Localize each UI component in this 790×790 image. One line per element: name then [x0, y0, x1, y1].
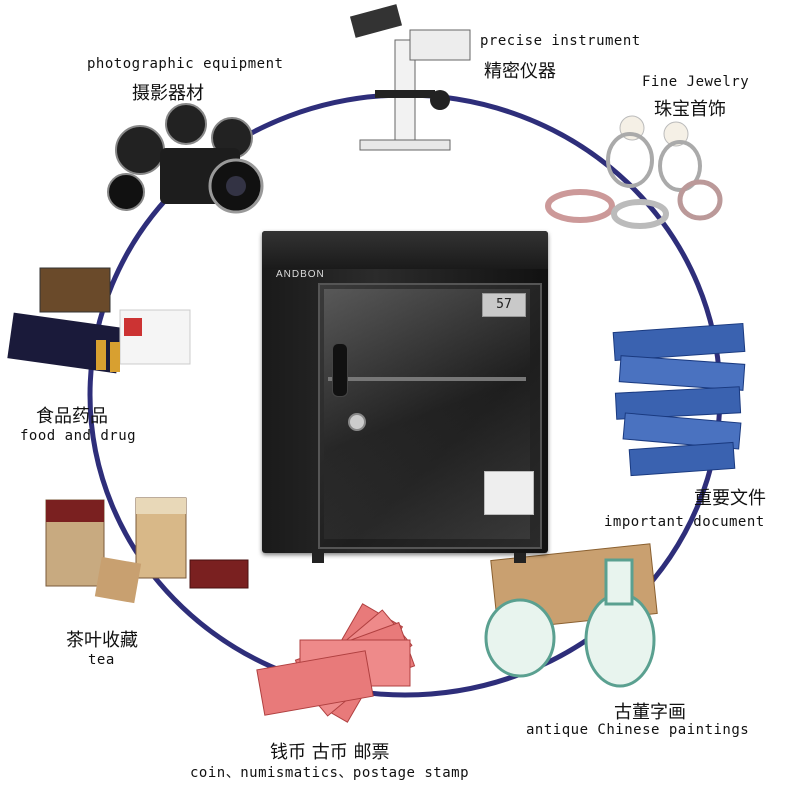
- spec-sticker: [484, 471, 534, 515]
- label-fine-jewelry-zh: 珠宝首饰: [654, 99, 726, 120]
- camera-icon: [107, 103, 264, 214]
- banknote-icon: [256, 603, 416, 723]
- label-important-document-zh: 重要文件: [694, 488, 766, 509]
- cabinet-foot: [312, 553, 324, 563]
- label-important-document-en: important document: [604, 514, 765, 530]
- label-precise-instrument-en: precise instrument: [480, 33, 641, 49]
- label-antique-zh: 古董字画: [614, 702, 686, 723]
- binder-icon: [612, 322, 746, 477]
- label-fine-jewelry-en: Fine Jewelry: [642, 74, 750, 90]
- label-antique-en: antique Chinese paintings: [526, 722, 750, 738]
- food-drug-icon: [7, 267, 191, 374]
- tea-icon: [45, 497, 249, 604]
- cabinet-top: [262, 231, 548, 269]
- label-food-drug-zh: 食品药品: [36, 406, 108, 427]
- label-photographic-equipment-zh: 摄影器材: [132, 83, 204, 104]
- cabinet-foot: [514, 553, 526, 563]
- label-photographic-equipment-en: photographic equipment: [87, 56, 284, 72]
- label-food-drug-en: food and drug: [20, 428, 137, 444]
- cabinet-shelf: [328, 377, 526, 381]
- door-handle[interactable]: [332, 343, 348, 397]
- brand-logo: ANDBON: [276, 269, 325, 280]
- microscope-icon: [349, 4, 471, 151]
- vase-icon: [484, 543, 658, 688]
- label-precise-instrument-zh: 精密仪器: [484, 61, 556, 82]
- label-tea-zh: 茶叶收藏: [66, 630, 138, 651]
- label-coin-zh: 钱币 古币 邮票: [270, 742, 390, 763]
- ring-icon: [545, 115, 723, 229]
- label-tea-en: tea: [88, 652, 115, 668]
- dry-cabinet: ANDBON 57: [262, 231, 548, 565]
- hygrometer-display: 57: [482, 293, 526, 317]
- label-coin-en: coin、numismatics、postage stamp: [190, 765, 470, 781]
- lock-icon[interactable]: [348, 413, 366, 431]
